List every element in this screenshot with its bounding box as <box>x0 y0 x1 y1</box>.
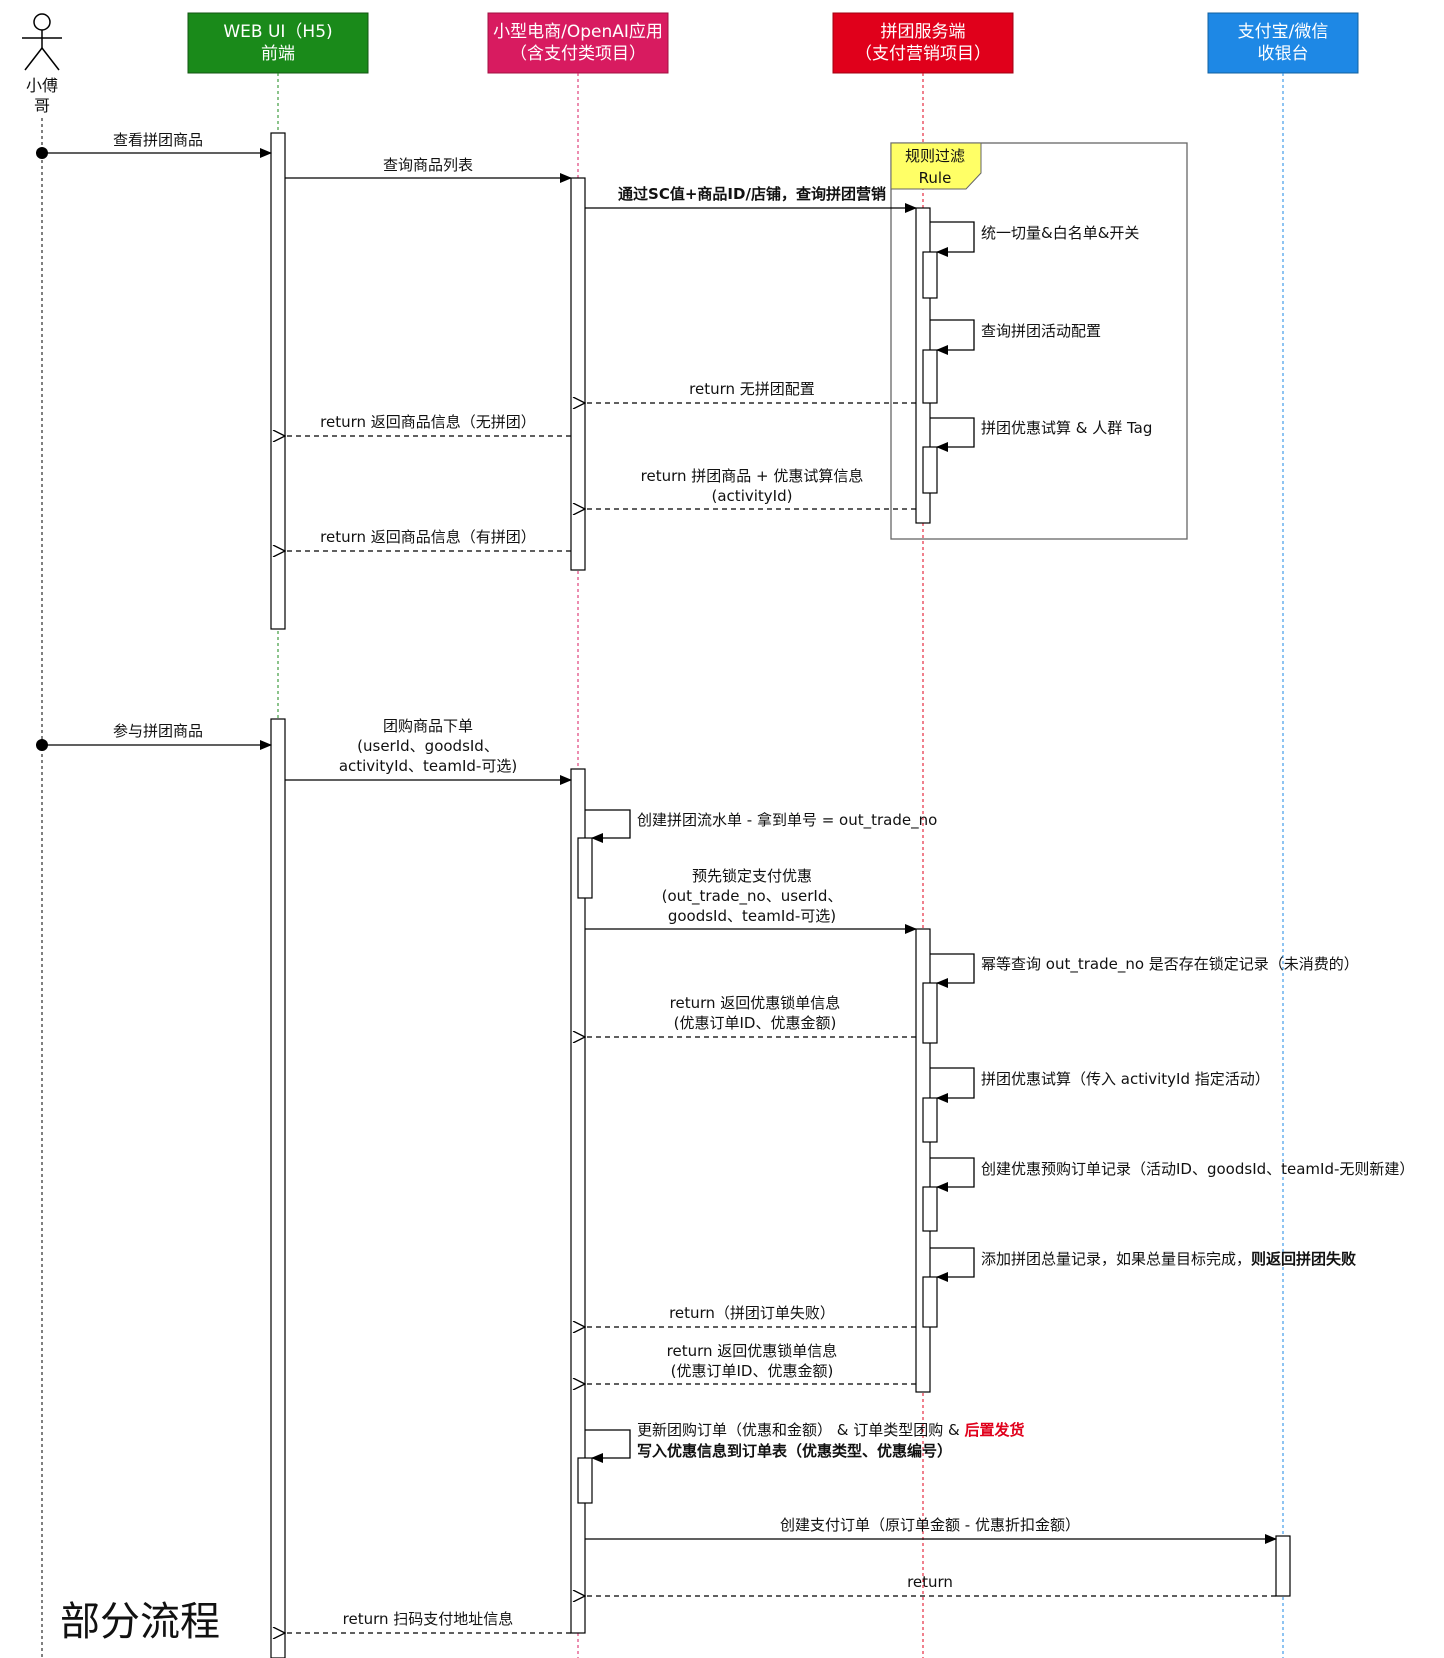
message-label-line2: 写入优惠信息到订单表（优惠类型、优惠编号） <box>637 1442 952 1460</box>
participant-web-ui-subtitle: 前端 <box>261 44 295 64</box>
message-label-line2: (out_trade_no、userId、 <box>662 887 843 906</box>
actor-stick-figure-icon <box>22 13 62 71</box>
message-label: 查询拼团活动配置 <box>981 322 1101 340</box>
participant-group-buy-server-title: 拼团服务端 <box>881 22 966 42</box>
message-label: 创建支付订单（原订单金额 - 优惠折扣金额） <box>780 1516 1080 1534</box>
self-message-arrow <box>930 1247 975 1282</box>
message-label: 通过SC值+商品ID/店铺，查询拼团营销 <box>618 185 886 203</box>
activation-server-self-7 <box>922 1276 938 1328</box>
message-label: return 返回优惠锁单信息 <box>667 1342 838 1360</box>
message-label: return（拼团订单失败） <box>669 1304 835 1322</box>
rule-frame-label-line2: Rule <box>919 169 952 187</box>
message-label: 幂等查询 out_trade_no 是否存在锁定记录（未消费的） <box>981 955 1359 974</box>
message-label: return 无拼团配置 <box>689 380 815 398</box>
message-label: 拼团优惠试算 & 人群 Tag <box>981 419 1152 437</box>
activation-server-self-5 <box>922 1097 938 1143</box>
participant-cashier: 支付宝/微信 收银台 <box>1207 12 1359 74</box>
activation-server-2 <box>915 928 931 1393</box>
message-label: return <box>907 1573 953 1591</box>
participant-web-ui: WEB UI（H5) 前端 <box>187 12 369 74</box>
activation-shop-app-1 <box>570 177 586 571</box>
activation-server-self-6 <box>922 1186 938 1232</box>
self-message-arrow <box>930 1067 975 1103</box>
self-message-arrow <box>585 1429 631 1463</box>
message-label: return 拼团商品 + 优惠试算信息 <box>641 467 864 485</box>
activation-server-self-2 <box>922 349 938 404</box>
activation-web-ui-2 <box>270 718 286 1658</box>
message-label: 团购商品下单 <box>383 717 473 735</box>
activation-shop-app-self-2 <box>577 1457 593 1504</box>
message-label-line2: (activityId) <box>712 487 793 505</box>
message-label-line2: (优惠订单ID、优惠金额) <box>671 1362 834 1380</box>
activation-shop-app-self-1 <box>577 837 593 899</box>
participant-group-buy-server: 拼团服务端 （支付营销项目） <box>832 12 1014 74</box>
participant-cashier-title: 支付宝/微信 <box>1238 22 1329 42</box>
participant-web-ui-title: WEB UI（H5) <box>223 22 332 42</box>
participant-shop-app-subtitle: （含支付类项目） <box>510 44 646 64</box>
message-label: 创建拼团流水单 - 拿到单号 = out_trade_no <box>637 811 937 830</box>
self-message-arrow <box>585 809 631 843</box>
message-label: 创建优惠预购订单记录（活动ID、goodsId、teamId-无则新建） <box>981 1160 1414 1178</box>
rule-frame-label: 规则过滤 <box>905 147 965 165</box>
message-label-line2: (优惠订单ID、优惠金额) <box>674 1014 837 1032</box>
participant-group-buy-server-subtitle: （支付营销项目） <box>855 44 991 64</box>
self-message-arrow <box>930 221 975 257</box>
message-label: 添加拼团总量记录，如果总量目标完成，则返回拼团失败 <box>981 1250 1356 1268</box>
message-label: return 返回优惠锁单信息 <box>670 994 841 1012</box>
message-label: return 返回商品信息（无拼团） <box>320 413 536 431</box>
message-label: 参与拼团商品 <box>113 722 203 740</box>
message-label: 预先锁定支付优惠 <box>692 867 812 885</box>
activation-server-self-3 <box>922 446 938 494</box>
message-label: return 返回商品信息（有拼团） <box>320 528 536 546</box>
actor-name: 小傅 <box>26 76 58 95</box>
activation-server-self-4 <box>922 982 938 1044</box>
activation-server-self-1 <box>922 251 938 299</box>
self-message-arrow <box>930 319 975 355</box>
activation-web-ui-1 <box>270 132 286 630</box>
message-label-line2: (userId、goodsId、 <box>357 737 499 755</box>
message-label-line3: goodsId、teamId-可选) <box>668 907 836 925</box>
rule-frame <box>890 142 1188 540</box>
caption: 部分流程 <box>60 1599 220 1645</box>
message-label: return 扫码支付地址信息 <box>343 1610 514 1628</box>
participant-shop-app-title: 小型电商/OpenAI应用 <box>493 22 663 42</box>
rule-frame-label-box <box>890 142 982 190</box>
message-label: 拼团优惠试算（传入 activityId 指定活动） <box>981 1070 1270 1088</box>
message-label: 查看拼团商品 <box>113 131 203 149</box>
actor-name-line2: 哥 <box>34 96 50 115</box>
message-label: 统一切量&白名单&开关 <box>981 224 1139 242</box>
activation-shop-app-2 <box>570 768 586 1634</box>
self-message-arrow <box>930 953 975 988</box>
message-label-line3: activityId、teamId-可选) <box>339 757 517 775</box>
self-message-arrow <box>930 1157 975 1192</box>
participant-shop-app: 小型电商/OpenAI应用 （含支付类项目） <box>487 12 669 74</box>
participant-cashier-subtitle: 收银台 <box>1258 44 1309 64</box>
message-label: 查询商品列表 <box>383 156 473 174</box>
activation-cashier <box>1275 1535 1291 1597</box>
self-message-arrow <box>930 417 975 452</box>
message-label: 更新团购订单（优惠和金额） & 订单类型团购 & 后置发货 <box>637 1421 1024 1439</box>
